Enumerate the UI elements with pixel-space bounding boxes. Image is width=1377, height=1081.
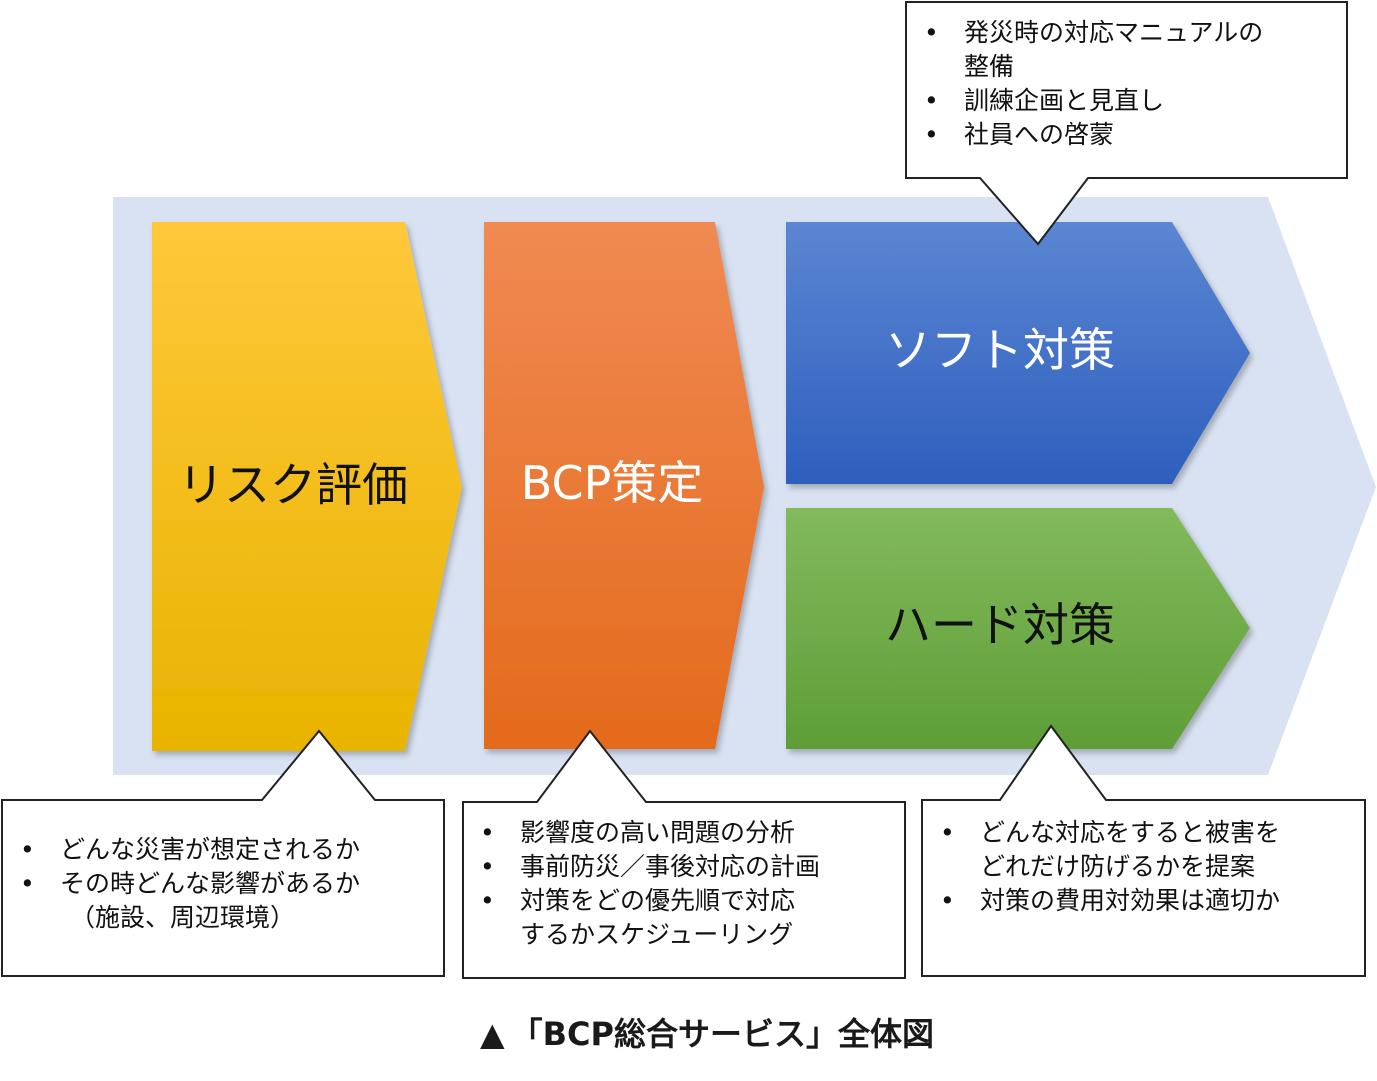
callout-line: どれだけ防げるかを提案: [980, 852, 1256, 881]
callout-line: 整備: [964, 52, 1015, 81]
callout-soft-item: 訓練企画と見直し: [918, 84, 1263, 118]
callout-hard-list: どんな対応をすると被害を どれだけ防げるかを提案 対策の費用対効果は適切か: [934, 816, 1280, 918]
callout-hard-item: どんな対応をすると被害を どれだけ防げるかを提案: [934, 816, 1280, 884]
callout-line: 訓練企画と見直し: [964, 86, 1165, 115]
step-risk-label: リスク評価: [178, 458, 408, 512]
callout-bcp-item: 影響度の高い問題の分析: [474, 816, 820, 850]
callout-bcp-item: 対策をどの優先順で対応 するかスケジューリング: [474, 884, 820, 952]
callout-line: その時どんな影響があるか: [60, 869, 361, 898]
callout-line: 対策をどの優先順で対応: [520, 886, 796, 915]
step-risk-shape: [152, 222, 462, 751]
callout-line: 対策の費用対効果は適切か: [980, 886, 1281, 915]
callout-risk: どんな災害が想定されるか その時どんな影響があるか （施設、周辺環境）: [14, 833, 360, 935]
step-bcp-shape: [484, 222, 764, 749]
callout-risk-item: その時どんな影響があるか （施設、周辺環境）: [14, 867, 360, 935]
step-hard-label: ハード対策: [885, 598, 1115, 652]
callout-soft-item: 社員への啓蒙: [918, 118, 1263, 152]
callout-hard: どんな対応をすると被害を どれだけ防げるかを提案 対策の費用対効果は適切か: [934, 816, 1280, 918]
callout-soft-item: 発災時の対応マニュアルの 整備: [918, 16, 1263, 84]
step-soft-shape: [786, 222, 1250, 484]
triangle-up-icon: ▲: [480, 1015, 505, 1053]
callout-line: どんな対応をすると被害を: [980, 818, 1281, 847]
callout-line: 事前防災／事後対応の計画: [520, 852, 821, 881]
callout-line: 影響度の高い問題の分析: [520, 818, 796, 847]
diagram-caption: ▲「BCP総合サービス」全体図: [480, 1010, 1040, 1058]
callout-line: するかスケジューリング: [520, 920, 794, 949]
callout-bcp-item: 事前防災／事後対応の計画: [474, 850, 820, 884]
step-hard-shape: [786, 508, 1250, 749]
callout-bcp: 影響度の高い問題の分析 事前防災／事後対応の計画 対策をどの優先順で対応 するか…: [474, 816, 820, 952]
step-soft-label: ソフト対策: [885, 323, 1115, 377]
callout-line: 社員への啓蒙: [964, 120, 1115, 149]
callout-line: どんな災害が想定されるか: [60, 835, 361, 864]
callout-hard-item: 対策の費用対効果は適切か: [934, 884, 1280, 918]
caption-text: 「BCP総合サービス」全体図: [510, 1015, 934, 1053]
callout-risk-item: どんな災害が想定されるか: [14, 833, 360, 867]
callout-soft: 発災時の対応マニュアルの 整備 訓練企画と見直し 社員への啓蒙: [918, 16, 1263, 152]
callout-soft-list: 発災時の対応マニュアルの 整備 訓練企画と見直し 社員への啓蒙: [918, 16, 1263, 152]
callout-bcp-list: 影響度の高い問題の分析 事前防災／事後対応の計画 対策をどの優先順で対応 するか…: [474, 816, 820, 952]
callout-line: （施設、周辺環境）: [70, 903, 296, 932]
callout-line: 発災時の対応マニュアルの: [964, 18, 1264, 47]
callout-risk-list: どんな災害が想定されるか その時どんな影響があるか （施設、周辺環境）: [14, 833, 360, 935]
step-bcp-label: BCP策定: [520, 456, 704, 510]
